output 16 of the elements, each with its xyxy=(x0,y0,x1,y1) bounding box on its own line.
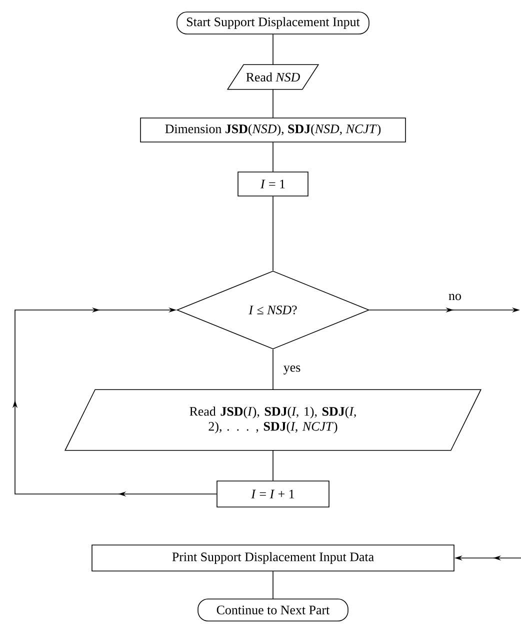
arrow xyxy=(12,307,217,497)
flow-line xyxy=(272,571,274,599)
process-box: I = 1 xyxy=(238,172,308,196)
flow-line xyxy=(272,349,274,390)
flow-line xyxy=(272,450,274,481)
edge-label: yes xyxy=(282,364,302,376)
flow-line xyxy=(272,142,274,172)
terminal-box: Continue to Next Part xyxy=(198,598,348,622)
process-box: I = I + 1 xyxy=(216,480,330,508)
process-box: Print Support Displacement Input Data xyxy=(92,544,454,572)
process-box: Dimension JSD(NSD), SDJ(NSD, NCJT) xyxy=(140,118,406,142)
flow-line xyxy=(272,196,274,271)
edge-label: no xyxy=(448,292,462,302)
terminal-box: Start Support Displacement Input xyxy=(176,12,370,34)
flow-line xyxy=(272,89,274,118)
flow-line xyxy=(272,34,274,65)
